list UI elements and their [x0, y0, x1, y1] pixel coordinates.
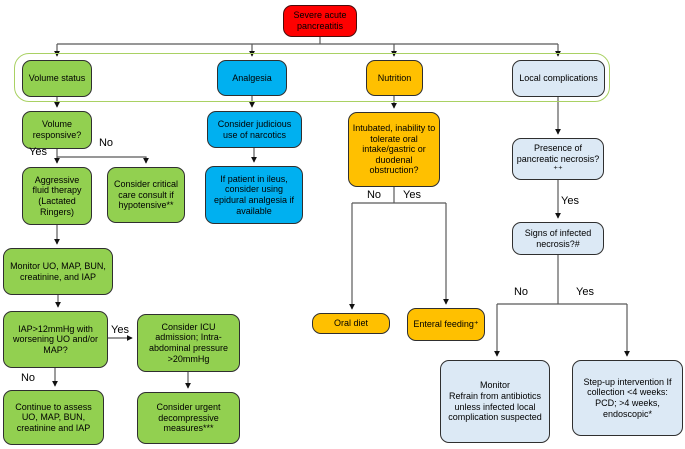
node-pancreatic-necrosis-question: Presence of pancreatic necrosis?⁺⁺: [512, 138, 604, 180]
edge-label-yes-nutrition: Yes: [403, 189, 421, 201]
node-local-complications-header: Local complications: [512, 60, 605, 97]
node-severe-acute-pancreatitis: Severe acute pancreatitis: [283, 5, 357, 37]
node-oral-diet: Oral diet: [312, 313, 390, 334]
category-group-outline: [14, 53, 610, 102]
edge-label-yes-volume: Yes: [29, 146, 47, 158]
node-infected-necrosis-question: Signs of infected necrosis?#: [512, 222, 604, 255]
node-enteral-feeding: Enteral feeding⁺: [407, 308, 485, 341]
edge-label-no-iap: No: [20, 372, 36, 384]
node-continue-assess: Continue to assess UO, MAP, BUN, creatin…: [3, 390, 104, 445]
node-critical-care-consult: Consider critical care consult if hypote…: [107, 167, 185, 223]
node-judicious-narcotics: Consider judicious use of narcotics: [207, 111, 302, 148]
node-volume-status-header: Volume status: [22, 60, 92, 97]
node-stepup-intervention: Step-up intervention If collection <4 we…: [572, 360, 683, 436]
node-epidural-analgesia: If patient in ileus, consider using epid…: [205, 166, 303, 224]
node-volume-responsive: Volume responsive?: [22, 111, 92, 149]
node-nutrition-header: Nutrition: [366, 60, 423, 96]
node-analgesia-header: Analgesia: [217, 60, 287, 96]
edge-label-yes-necrosis: Yes: [561, 195, 579, 207]
node-aggressive-fluid-therapy: Aggressive fluid therapy (Lactated Ringe…: [22, 167, 92, 225]
edge-label-yes-iap: Yes: [111, 324, 129, 336]
edge-label-yes-infected: Yes: [576, 286, 594, 298]
edge-label-no-infected: No: [513, 286, 529, 298]
edge-label-no-nutrition: No: [366, 189, 382, 201]
node-icu-admission: Consider ICU admission; Intra-abdominal …: [137, 314, 240, 372]
node-monitor-uo-map: Monitor UO, MAP, BUN, creatinine, and IA…: [3, 248, 113, 295]
edge-label-no-volume: No: [98, 137, 114, 149]
node-intubated-question: Intubated, inability to tolerate oral in…: [348, 112, 440, 187]
node-iap-question: IAP>12mmHg with worsening UO and/or MAP?: [3, 311, 108, 368]
node-urgent-decompressive: Consider urgent decompressive measures**…: [137, 392, 240, 444]
node-monitor-refrain-antibiotics: Monitor Refrain from antibiotics unless …: [440, 360, 550, 443]
